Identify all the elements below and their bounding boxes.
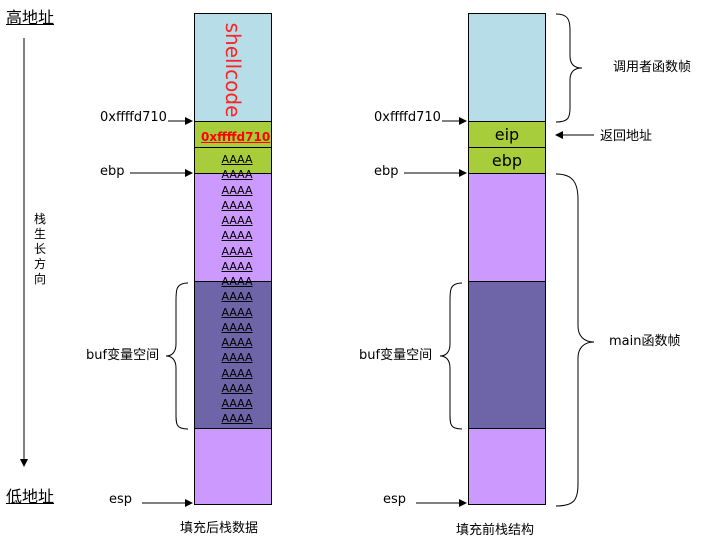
- aaaa-cell: AAAA: [221, 153, 253, 166]
- right-buf-brace: [439, 282, 463, 430]
- left-upper-lavender-block: [194, 173, 272, 282]
- aaaa-cell: AAAA: [221, 366, 253, 380]
- left-lower-lavender-block: [194, 428, 272, 505]
- low-address-label: 低地址: [6, 487, 55, 506]
- aaaa-cell: AAAA: [221, 168, 253, 182]
- right-buf-block: [468, 281, 546, 429]
- shellcode-label: shellcode: [221, 22, 245, 118]
- left-shellcode-block: [194, 13, 272, 122]
- main-frame-label: main函数帧: [609, 334, 681, 349]
- right-buf-label: buf变量空间: [359, 348, 433, 363]
- aaaa-cell: AAAA: [221, 320, 253, 334]
- right-lower-lavender-block: [468, 428, 546, 505]
- caller-frame-label: 调用者函数帧: [613, 60, 692, 75]
- return-address-label: 返回地址: [600, 129, 653, 144]
- left-buf-block: [194, 281, 272, 429]
- right-esp-label: esp: [383, 492, 407, 507]
- overwritten-return-address: 0xffffd710: [201, 130, 271, 144]
- aaaa-cell: AAAA: [221, 381, 253, 395]
- left-buf-label: buf变量空间: [86, 348, 160, 363]
- left-ebp-label: ebp: [100, 164, 125, 179]
- left-buf-brace: [165, 282, 189, 430]
- main-frame-brace: [555, 173, 595, 507]
- aaaa-cell: AAAA: [221, 229, 253, 243]
- left-esp-label: esp: [109, 492, 133, 507]
- right-caption: 填充前栈结构: [456, 523, 535, 538]
- aaaa-cell: AAAA: [221, 259, 253, 273]
- aaaa-cell: AAAA: [221, 183, 253, 197]
- caller-frame-brace: [555, 13, 583, 123]
- eip-label: eip: [494, 125, 520, 144]
- right-ebp-label: ebp: [374, 164, 399, 179]
- aaaa-cell: AAAA: [221, 351, 253, 365]
- left-address-label: 0xffffd710: [100, 110, 167, 125]
- right-upper-lavender-block: [468, 173, 546, 282]
- aaaa-cell: AAAA: [221, 275, 253, 288]
- aaaa-cell: AAAA: [221, 412, 253, 426]
- aaaa-cell: AAAA: [221, 305, 253, 319]
- left-caption: 填充后栈数据: [180, 521, 259, 536]
- ebp-cell-label: ebp: [491, 151, 523, 170]
- aaaa-cell: AAAA: [221, 244, 253, 258]
- right-address-label: 0xffffd710: [374, 110, 441, 125]
- aaaa-cell: AAAA: [221, 214, 253, 227]
- aaaa-cell: AAAA: [221, 336, 253, 349]
- aaaa-cell: AAAA: [221, 198, 253, 212]
- high-address-label: 高地址: [6, 8, 55, 27]
- aaaa-cell: AAAA: [221, 397, 253, 410]
- growth-direction-label: 栈 生 长 方 向: [33, 212, 46, 286]
- right-caller-frame-block: [468, 13, 546, 122]
- aaaa-cell: AAAA: [221, 290, 253, 304]
- left-ret-overwrite-block: [194, 121, 272, 148]
